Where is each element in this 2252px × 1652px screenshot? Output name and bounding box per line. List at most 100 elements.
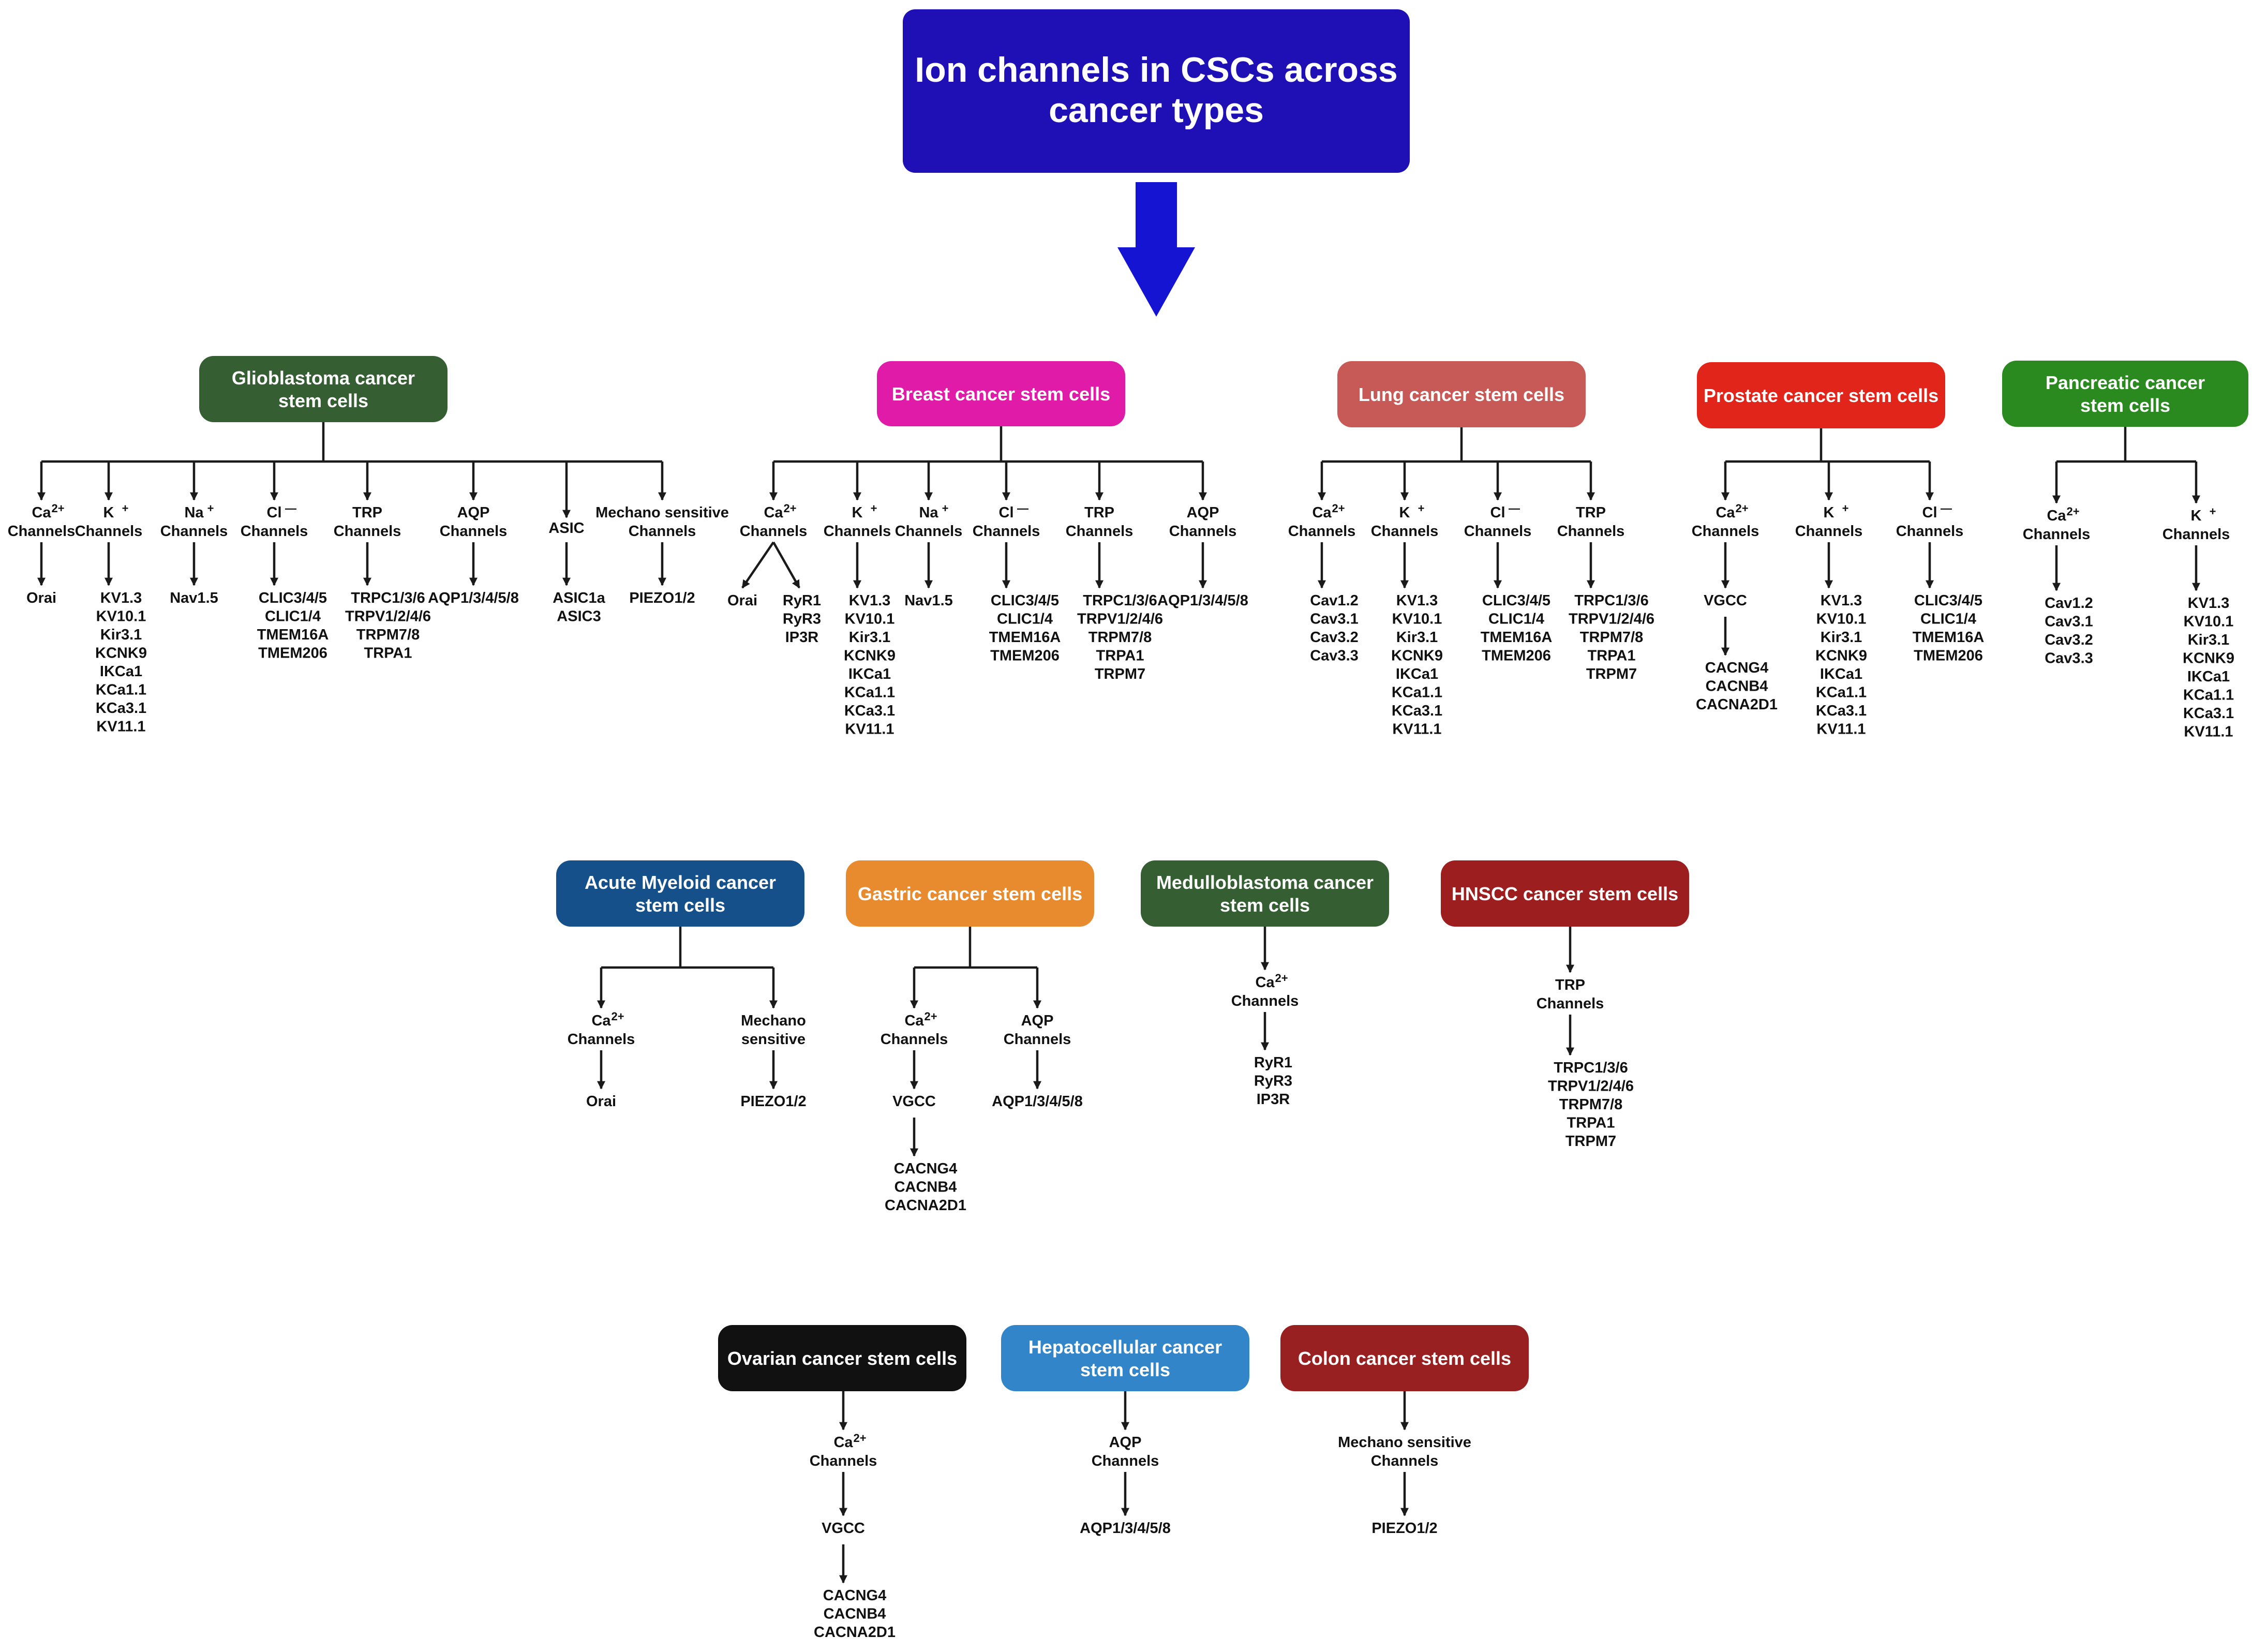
gastric-box [846,860,1094,927]
channel-name: TRP [352,504,382,521]
pancreatic-label: Pancreatic cancer [2046,372,2205,393]
ion-charge: + [2210,505,2216,518]
member-name: TRPA1 [1096,648,1144,664]
channel-name: Channels [2023,526,2091,543]
channel-name: Channels [75,523,143,540]
member-name: CLIC1/4 [265,608,321,625]
hnscc-box [1441,860,1689,927]
member-name: KCa1.1 [1392,684,1442,701]
member-name: KV10.1 [1816,611,1867,628]
member-name: KCNK9 [2183,650,2234,667]
channel-name: K [103,504,114,521]
member-name: KCa1.1 [2183,687,2234,704]
group-hnscc: HNSCC cancer stem cellsTRPChannelsTRPC1/… [1441,860,1689,1150]
member-name: PIEZO1/2 [629,590,695,606]
channel-name: K [1824,504,1835,521]
member-name: Orai [727,592,757,609]
channel-name: Channels [1092,1453,1159,1469]
ion-charge: 2+ [1332,502,1345,515]
member-name: TRPA1 [364,645,412,662]
member-name: Nav1.5 [904,592,953,609]
channel-name: Channels [2162,526,2230,543]
channel-name: Na [919,504,938,521]
ion-charge: — [1941,502,1952,515]
ovarian-label: Ovarian cancer stem cells [727,1348,957,1369]
channel-name: Channels [1896,523,1964,540]
channel-lung-3: TRPChannelsTRPC1/3/6TRPV1/2/4/6TRPM7/8TR… [1557,462,1654,682]
group-gastric: Gastric cancer stem cellsCaChannels2+VGC… [846,860,1094,1214]
channel-name: Cl [267,504,282,521]
member-name: KV10.1 [845,611,895,628]
channel-name: Channels [1066,523,1134,540]
channel-prostate-2: ClChannels—CLIC3/4/5CLIC1/4TMEM16ATMEM20… [1896,462,1984,664]
channel-name: Channels [1795,523,1863,540]
lung-label: Lung cancer stem cells [1359,384,1564,405]
member-name: TRPA1 [1588,648,1636,664]
member-name: VGCC [1704,592,1747,609]
channel-name: K [2191,508,2202,524]
channel-name: K [1399,504,1410,521]
prostate-box [1697,362,1945,428]
member-name: KV11.1 [1816,721,1866,738]
breast-split-arrow [741,541,774,589]
channel-name: Cl [999,504,1014,521]
ion-charge: 2+ [1735,502,1748,515]
breast-label: Breast cancer stem cells [892,383,1110,405]
ion-charge: + [871,502,877,515]
channel-name: K [852,504,863,521]
channel-name: Ca [1255,974,1275,991]
member-name: IKCa1 [1396,666,1438,682]
ion-charge: — [1509,502,1520,515]
channel-name: Ca [764,504,783,521]
channel-name: Ca [1312,504,1332,521]
member-name: CLIC3/4/5 [259,590,327,606]
channel-name: Ca [904,1013,924,1029]
member-name: TRPM7 [1586,666,1637,682]
channel-name: AQP [1109,1434,1142,1451]
member-name: KV11.1 [96,719,145,735]
group-prostate: Prostate cancer stem cellsCaChannels2+VG… [1692,362,1984,738]
channel-name: Ca [1716,504,1735,521]
ion-charge: 2+ [611,1010,624,1023]
channel-name: Cl [1490,504,1505,521]
channel-name: AQP [1021,1013,1054,1029]
member-name: TRPV1/2/4/6 [1077,611,1163,628]
aml-label: Acute Myeloid cancer [585,872,776,893]
ovarian-box [718,1325,966,1391]
member-name: CLIC1/4 [997,611,1053,628]
ion-charge: 2+ [2066,505,2079,518]
member-name: TMEM16A [989,629,1061,646]
member-name: KCNK9 [1815,648,1867,664]
channel-name: ASIC [548,520,584,537]
member-name: CACNG4 [1705,660,1768,676]
pancreatic-box [2002,361,2248,427]
member-name: CLIC1/4 [1488,611,1544,628]
member-name: CACNG4 [823,1587,886,1604]
member-name: KCa3.1 [844,703,895,719]
member-name: Cav1.2 [2045,595,2093,612]
channel-name: Channels [1557,523,1625,540]
channel-name: Ca [2047,508,2066,524]
group-breast: Breast cancer stem cellsCaChannels2+Orai… [727,361,1248,738]
member-name: Kir3.1 [1821,629,1862,646]
member-name: TRPC1/3/6 [1574,592,1648,609]
channel-name: Channels [1692,523,1759,540]
hepatocellular-label: stem cells [1080,1359,1170,1380]
title-line-2: cancer types [1049,91,1264,130]
ion-charge: + [207,502,214,515]
colon-label: Colon cancer stem cells [1298,1348,1511,1369]
